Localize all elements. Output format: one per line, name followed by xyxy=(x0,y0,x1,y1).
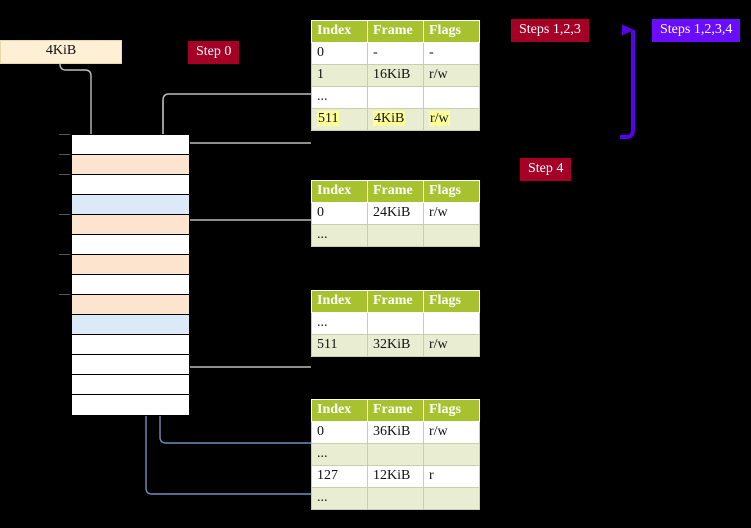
table-cell: 511 xyxy=(311,334,368,357)
table-cell: 0 xyxy=(311,421,368,444)
table-cell: ... xyxy=(311,487,368,510)
column-header-frame: Frame xyxy=(367,290,424,313)
table-row: ... xyxy=(311,443,480,466)
column-header-frame: Frame xyxy=(367,180,424,203)
table-cell: ... xyxy=(311,312,368,335)
memory-size-label: 4KiB xyxy=(0,40,122,64)
table-cell: 0 xyxy=(311,202,368,225)
wire-table3-to-memory xyxy=(180,310,311,368)
table-cell: 127 xyxy=(311,465,368,488)
badge-step-0: Step 0 xyxy=(188,41,240,64)
table-row: 0-- xyxy=(311,42,480,65)
memory-frame-row xyxy=(72,175,189,195)
table-cell xyxy=(423,443,480,466)
memory-frame-row xyxy=(72,375,189,395)
column-header-index: Index xyxy=(311,290,368,313)
column-header-index: Index xyxy=(311,180,368,203)
column-header-flags: Flags xyxy=(423,180,480,203)
column-header-flags: Flags xyxy=(423,290,480,313)
badge-steps-1234: Steps 1,2,3,4 xyxy=(652,19,741,42)
table-cell xyxy=(367,224,424,247)
badge-steps-123: Steps 1,2,3 xyxy=(511,19,589,42)
memory-row-tick xyxy=(59,214,70,215)
wire-table1-to-memory xyxy=(170,142,311,150)
table-cell xyxy=(423,86,480,109)
table-cell xyxy=(367,443,424,466)
table-cell: 1 xyxy=(311,64,368,87)
table-cell: r/w xyxy=(423,421,480,444)
table-cell: 24KiB xyxy=(367,202,424,225)
column-header-index: Index xyxy=(311,20,368,43)
column-header-frame: Frame xyxy=(367,399,424,422)
physical-memory-column xyxy=(71,134,190,416)
memory-frame-row xyxy=(72,135,189,155)
memory-frame-row xyxy=(72,255,189,275)
table-cell: r/w xyxy=(423,64,480,87)
badge-step-4: Step 4 xyxy=(520,158,572,181)
table-cell: ... xyxy=(311,224,368,247)
table-cell: ... xyxy=(311,443,368,466)
table-cell xyxy=(367,312,424,335)
wire-steps-1234-bracket xyxy=(620,24,635,139)
memory-frame-row xyxy=(72,275,189,295)
memory-frame-row xyxy=(72,315,189,335)
memory-frame-row xyxy=(72,395,189,416)
memory-row-tick xyxy=(59,154,70,155)
memory-row-tick xyxy=(59,134,70,135)
table-cell: 0 xyxy=(311,42,368,65)
memory-size-text: 4KiB xyxy=(45,43,77,58)
table-row: ... xyxy=(311,312,480,335)
column-header-flags: Flags xyxy=(423,399,480,422)
table-cell: r/w xyxy=(423,108,480,131)
table-cell xyxy=(367,487,424,510)
memory-frame-row xyxy=(72,335,189,355)
table-row: ... xyxy=(311,86,480,109)
highlighted-value: r/w xyxy=(429,111,450,126)
column-header-flags: Flags xyxy=(423,20,480,43)
column-header-index: Index xyxy=(311,399,368,422)
table-cell: - xyxy=(367,42,424,65)
table-row: 511 4KiB r/w xyxy=(311,108,480,131)
memory-row-tick xyxy=(59,294,70,295)
highlighted-value: 511 xyxy=(317,111,340,126)
table-cell: r/w xyxy=(423,334,480,357)
table-cell xyxy=(423,224,480,247)
table-cell: 511 xyxy=(311,108,368,131)
memory-frame-row xyxy=(72,295,189,315)
memory-frame-row xyxy=(72,215,189,235)
memory-row-tick xyxy=(59,254,70,255)
table-cell: ... xyxy=(311,86,368,109)
table-cell: 4KiB xyxy=(367,108,424,131)
column-header-frame: Frame xyxy=(367,20,424,43)
memory-frame-row xyxy=(72,195,189,215)
table-cell: r xyxy=(423,465,480,488)
table-row: ... xyxy=(311,487,480,510)
table-cell: 36KiB xyxy=(367,421,424,444)
table-cell: r/w xyxy=(423,202,480,225)
memory-frame-row xyxy=(72,155,189,175)
table-cell: - xyxy=(423,42,480,65)
table-cell xyxy=(423,487,480,510)
memory-frame-row xyxy=(72,355,189,375)
wire-table2-to-memory xyxy=(176,219,311,253)
table-row: ... xyxy=(311,224,480,247)
table-cell: 32KiB xyxy=(367,334,424,357)
table-cell: 16KiB xyxy=(367,64,424,87)
table-cell xyxy=(367,86,424,109)
table-cell xyxy=(423,312,480,335)
highlighted-value: 4KiB xyxy=(373,111,406,126)
memory-frame-row xyxy=(72,235,189,255)
table-cell: 12KiB xyxy=(367,465,424,488)
memory-row-tick xyxy=(59,174,70,175)
